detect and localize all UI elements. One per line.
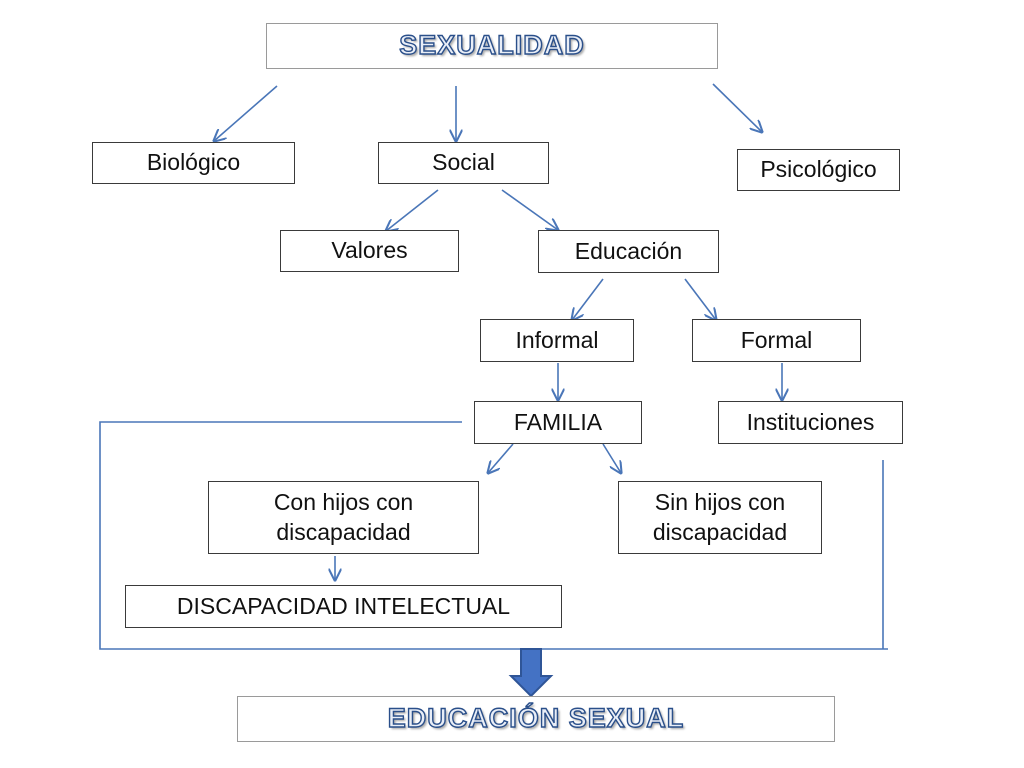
arrow-familia-con-hijos xyxy=(488,443,514,473)
node-familia-label: FAMILIA xyxy=(513,408,603,435)
big-down-arrow-icon xyxy=(508,648,554,698)
node-sin-hijos: Sin hijos con discapacidad xyxy=(618,481,822,554)
title-sexualidad-text: SEXUALIDAD xyxy=(399,30,585,61)
node-social-label: Social xyxy=(432,149,495,176)
title-educacion-sexual-text: EDUCACIÓN SEXUAL xyxy=(387,703,685,734)
arrow-educacion-formal xyxy=(684,278,716,320)
arrow-social-valores xyxy=(386,189,439,231)
node-instituciones: Instituciones xyxy=(718,401,903,444)
arrow-sexualidad-psicologico xyxy=(712,83,762,132)
arrow-familia-sin-hijos xyxy=(602,443,621,473)
bracket-line-left xyxy=(99,421,888,650)
node-informal: Informal xyxy=(480,319,634,362)
node-valores: Valores xyxy=(280,230,459,272)
node-con-hijos: Con hijos con discapacidad xyxy=(208,481,479,554)
node-educacion: Educación xyxy=(538,230,719,273)
node-educacion-sexual: EDUCACIÓN SEXUAL xyxy=(237,696,835,742)
arrow-sexualidad-biologico xyxy=(214,85,278,141)
arrow-social-educacion xyxy=(501,189,558,230)
node-informal-label: Informal xyxy=(515,326,599,353)
node-psicologico: Psicológico xyxy=(737,149,900,191)
node-formal-label: Formal xyxy=(740,326,813,353)
node-valores-label: Valores xyxy=(331,237,408,264)
node-social: Social xyxy=(378,142,549,184)
node-familia: FAMILIA xyxy=(474,401,642,444)
node-educacion-label: Educación xyxy=(574,237,683,264)
node-discapacidad-intelectual-label: DISCAPACIDAD INTELECTUAL xyxy=(176,592,511,619)
node-sin-hijos-label: Sin hijos con discapacidad xyxy=(652,488,788,545)
node-biologico-label: Biológico xyxy=(146,149,241,176)
node-biologico: Biológico xyxy=(92,142,295,184)
node-sexualidad: SEXUALIDAD xyxy=(266,23,718,69)
node-con-hijos-label: Con hijos con discapacidad xyxy=(273,488,414,545)
node-psicologico-label: Psicológico xyxy=(760,156,877,183)
node-instituciones-label: Instituciones xyxy=(746,408,875,435)
arrow-educacion-informal xyxy=(572,278,604,320)
node-discapacidad-intelectual: DISCAPACIDAD INTELECTUAL xyxy=(125,585,562,628)
node-formal: Formal xyxy=(692,319,861,362)
